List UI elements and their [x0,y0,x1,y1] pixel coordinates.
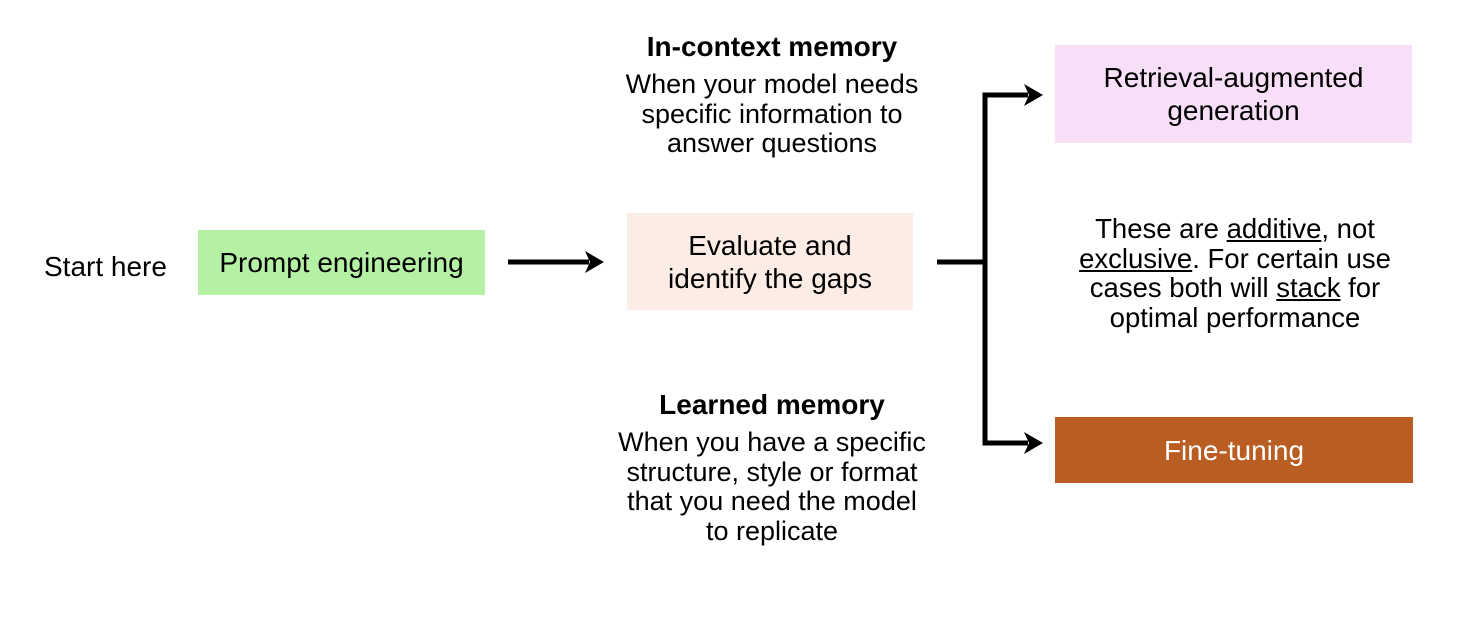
node-prompt-engineering-label: Prompt engineering [219,247,464,278]
node-evaluate-gaps-label: Evaluate and identify the gaps [668,229,872,294]
in-context-memory-line: specific information to [641,98,903,129]
in-context-memory-title: In-context memory [646,31,898,62]
learned-memory-line: structure, style or format [626,456,918,487]
learned-memory-line: to replicate [705,515,839,546]
node-evaluate-gaps: Evaluate and identify the gaps [627,213,913,310]
arrow-prompt-to-evaluate-head [585,251,604,273]
annotation-learned-memory: Learned memory When you have a specific … [612,389,932,546]
arrow-to-rag-head [1024,84,1043,106]
node-prompt-engineering: Prompt engineering [198,230,485,295]
node-fine-tuning-label: Fine-tuning [1163,434,1305,466]
node-retrieval-augmented-generation: Retrieval-augmented generation [1055,45,1412,143]
in-context-memory-line: answer questions [666,128,878,158]
learned-memory-line: that you need the model [627,486,917,516]
learned-memory-line: When you have a specific [618,427,926,457]
arrow-to-finetune-head [1024,432,1043,454]
node-fine-tuning: Fine-tuning [1055,417,1413,483]
additive-note: These are additive, not exclusive. For c… [1079,213,1391,333]
start-here-label: Start here [44,251,167,282]
annotation-in-context-memory: In-context memory When your model needs … [612,31,932,159]
in-context-memory-line: When your model needs [625,69,919,99]
learned-memory-title: Learned memory [659,389,885,420]
node-rag-label: Retrieval-augmented generation [1103,62,1364,126]
